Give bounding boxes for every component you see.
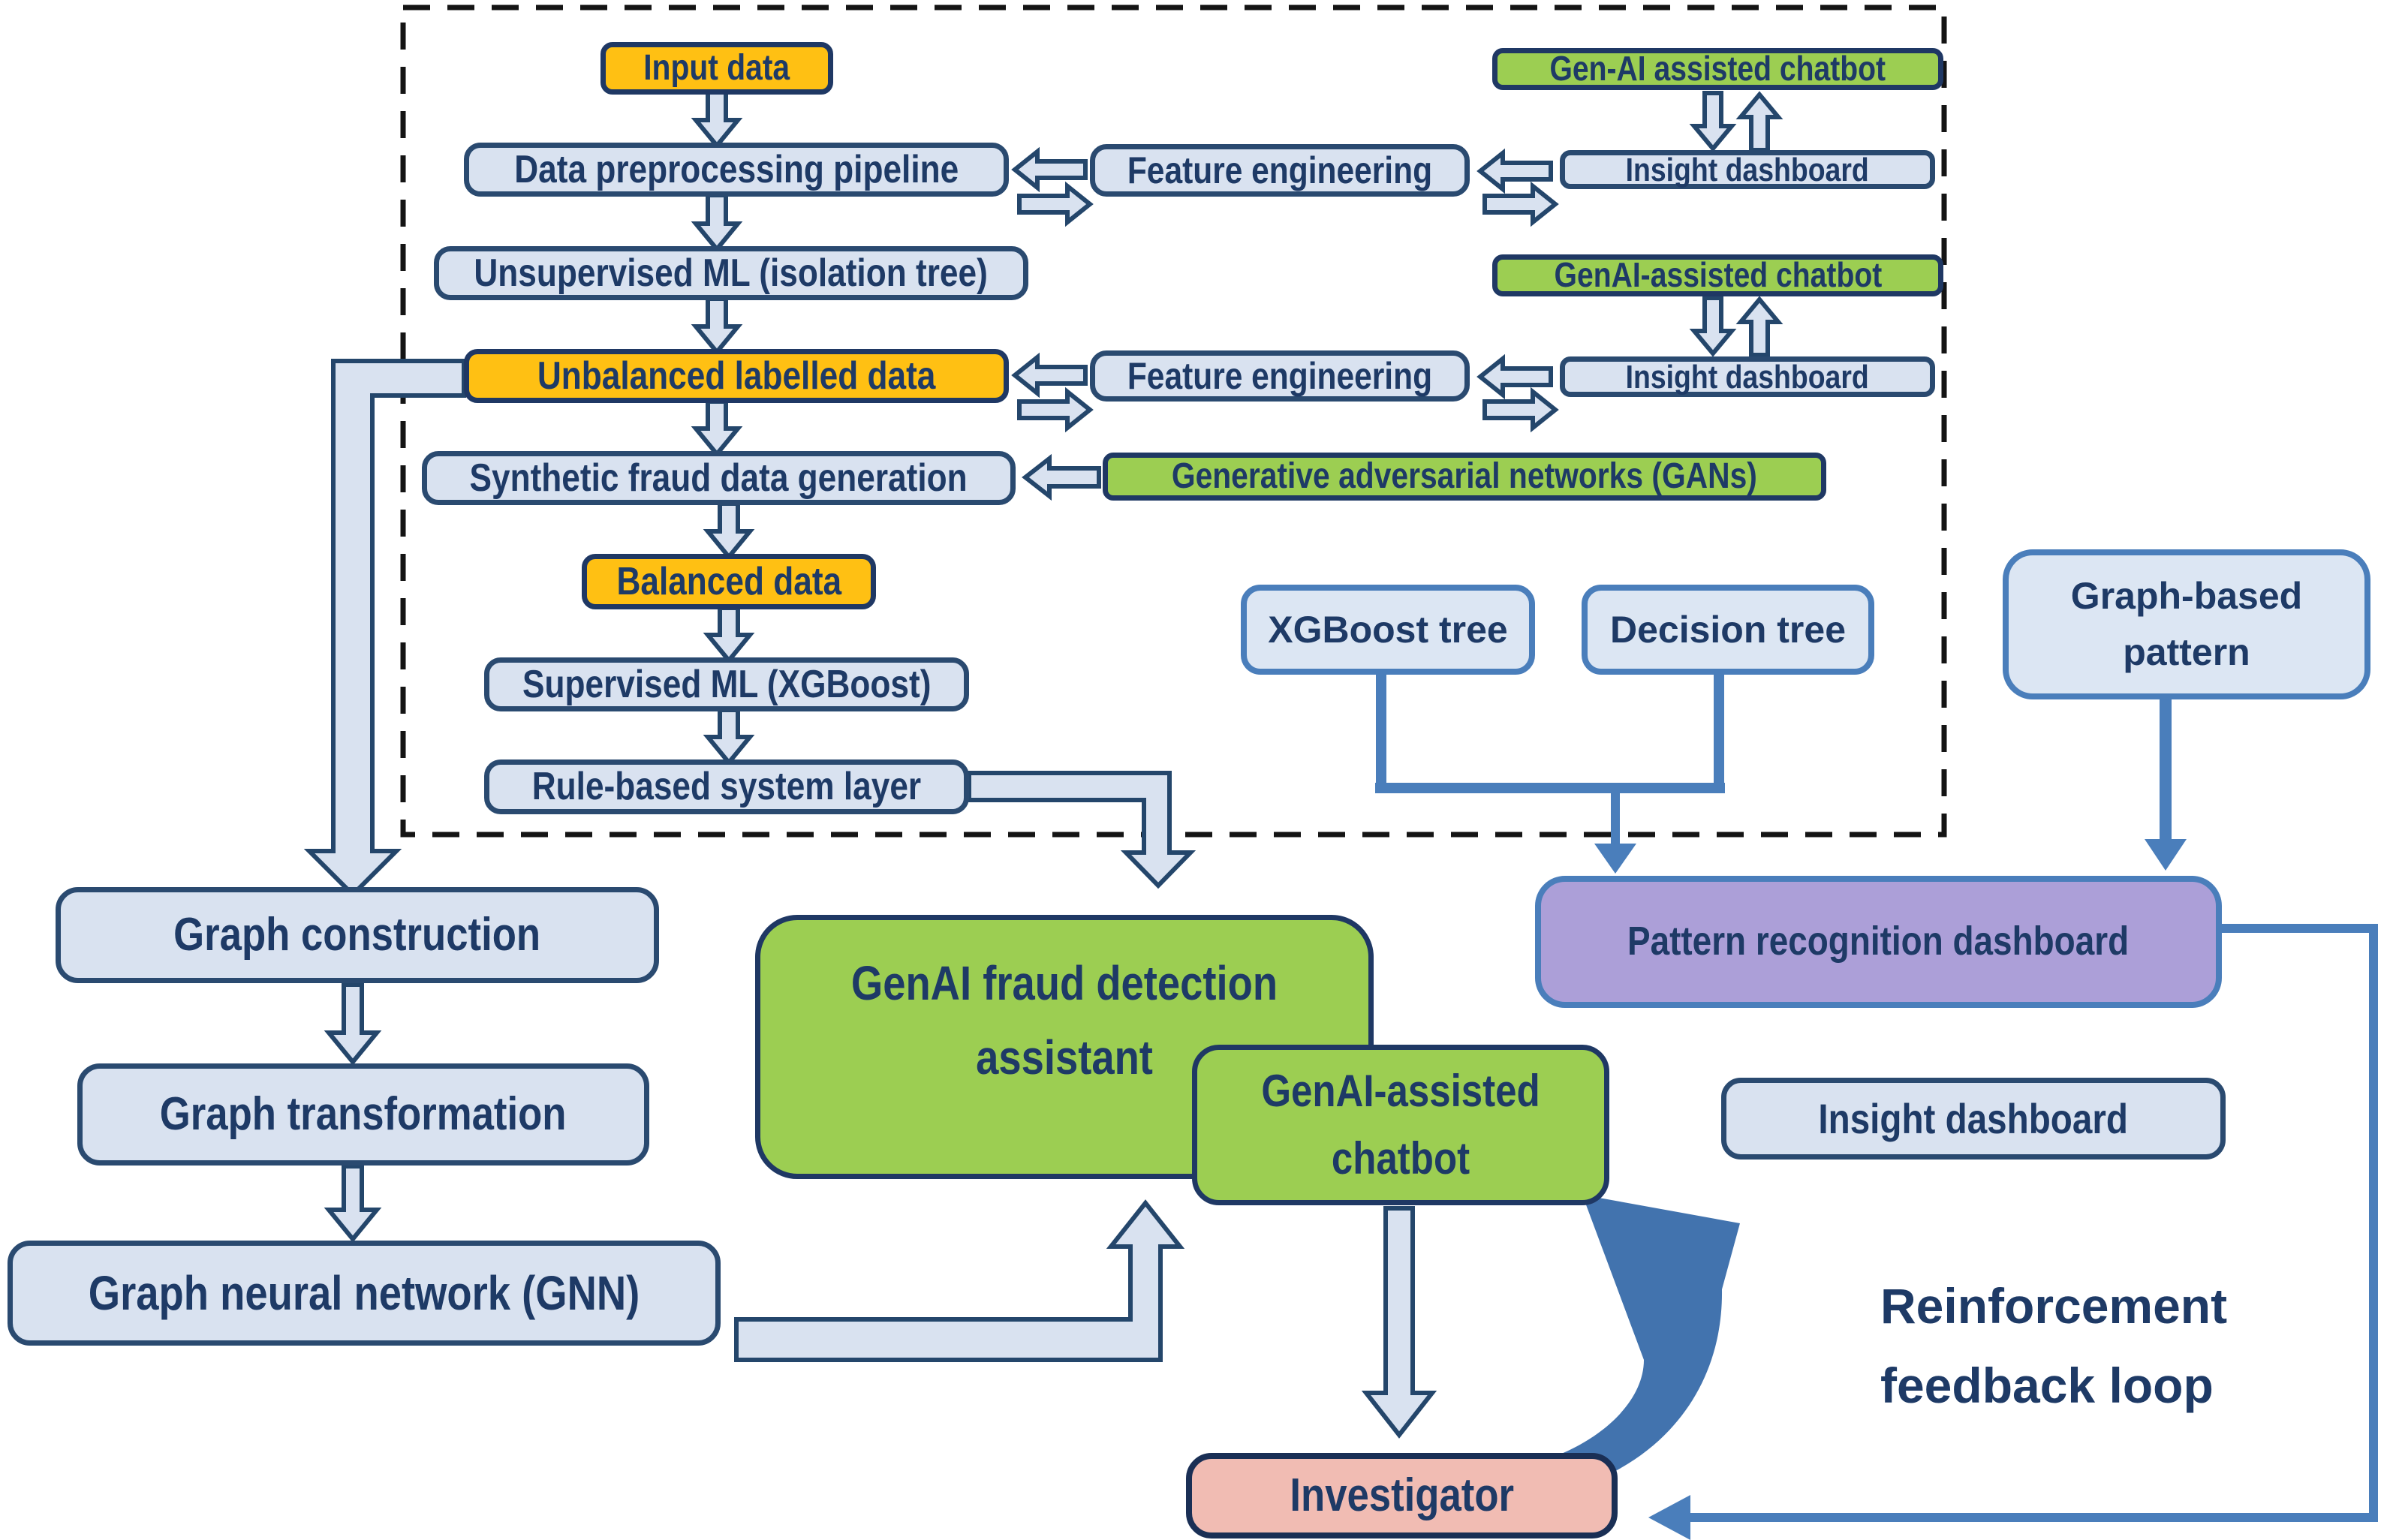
arrow-insight2-to-featureeng2-icon xyxy=(1476,353,1553,400)
arrow-featureeng1-to-preprocessing-icon xyxy=(1011,146,1088,193)
arrow-trees-to-dashboard-icon xyxy=(1594,788,1636,874)
arrow-featureeng1-to-insight1-icon xyxy=(1482,181,1559,227)
arrow-rulebased-to-assistant-icon xyxy=(967,771,1196,889)
arrow-chatbottop-to-insight1-icon xyxy=(1689,91,1737,152)
node-graph-neural-network: Graph neural network (GNN) xyxy=(8,1241,721,1346)
arrow-preprocessing-to-unsupervised-icon xyxy=(691,193,743,253)
node-genai-chatbot-bottom: GenAI-assisted chatbot xyxy=(1192,1045,1609,1205)
node-supervised-ml: Supervised ML (XGBoost) xyxy=(484,657,969,711)
arrow-insight1-to-featureeng1-icon xyxy=(1476,148,1553,194)
node-balanced-data: Balanced data xyxy=(582,554,876,609)
node-feature-engineering-2: Feature engineering xyxy=(1090,350,1470,402)
arrow-loop-to-investigator-icon xyxy=(1648,1495,1690,1540)
node-unsupervised-ml: Unsupervised ML (isolation tree) xyxy=(434,246,1028,300)
node-graph-construction: Graph construction xyxy=(56,887,659,983)
arrow-construction-to-transformation-icon xyxy=(324,982,382,1066)
arrow-unbalanced-to-featureeng2-icon xyxy=(1017,387,1094,433)
pipeline-dashed-boundary xyxy=(400,5,1947,838)
node-genai-chatbot-top: Gen-AI assisted chatbot xyxy=(1492,48,1943,90)
arrow-insight2-to-chatbotmid-icon xyxy=(1735,296,1783,357)
arrow-input-to-preprocessing-icon xyxy=(691,89,743,149)
arrow-preprocessing-to-featureeng1-icon xyxy=(1017,181,1094,227)
node-synthetic-fraud-data: Synthetic fraud data generation xyxy=(422,451,1016,505)
arrow-chatbot-to-investigator-icon xyxy=(1361,1206,1437,1439)
reinforcement-loop-arrow-icon xyxy=(1548,1195,1740,1495)
node-insight-dashboard-1: Insight dashboard xyxy=(1560,150,1935,189)
arrow-chatbotmid-to-insight2-icon xyxy=(1689,296,1737,357)
arrow-insight1-to-chatbottop-icon xyxy=(1735,91,1783,152)
arrow-unbalanced-to-synthetic-icon xyxy=(691,399,743,458)
dashboard-to-investigator-connector xyxy=(1687,924,2378,1522)
tree-merge-connector xyxy=(1375,673,1725,793)
node-graph-based-pattern: Graph-based pattern xyxy=(2003,549,2370,699)
node-genai-chatbot-mid: GenAI-assisted chatbot xyxy=(1492,254,1943,296)
arrow-unsupervised-to-unbalanced-icon xyxy=(691,296,743,356)
node-input-data: Input data xyxy=(601,42,833,95)
node-graph-transformation: Graph transformation xyxy=(77,1063,649,1166)
arrow-featureeng2-to-unbalanced-icon xyxy=(1011,352,1088,399)
node-gans: Generative adversarial networks (GANs) xyxy=(1103,453,1826,501)
node-feature-engineering-1: Feature engineering xyxy=(1090,144,1470,197)
node-insight-dashboard-3: Insight dashboard xyxy=(1721,1078,2226,1160)
node-investigator: Investigator xyxy=(1186,1453,1618,1538)
node-data-preprocessing: Data preprocessing pipeline xyxy=(464,143,1009,197)
arrow-supervised-to-rulebased-icon xyxy=(703,708,755,766)
reinforcement-feedback-label: Reinforcement feedback loop xyxy=(1880,1278,2228,1413)
node-unbalanced-data: Unbalanced labelled data xyxy=(464,349,1009,403)
arrow-synthetic-to-balanced-icon xyxy=(703,501,755,561)
node-pattern-recognition-dashboard: Pattern recognition dashboard xyxy=(1535,876,2222,1008)
node-insight-dashboard-2: Insight dashboard xyxy=(1560,356,1935,397)
node-rule-based-layer: Rule-based system layer xyxy=(484,759,969,814)
arrow-gans-to-synthetic-icon xyxy=(1022,453,1101,501)
node-decision-tree: Decision tree xyxy=(1582,585,1874,675)
arrow-balanced-to-supervised-icon xyxy=(703,606,755,664)
arrow-graphpattern-to-dashboard-icon xyxy=(2145,699,2187,871)
arrow-unbalanced-to-graphconstruction-icon xyxy=(303,359,466,898)
arrow-gnn-to-assistant-icon xyxy=(734,1199,1185,1362)
arrow-featureeng2-to-insight2-icon xyxy=(1482,387,1559,433)
arrow-transformation-to-gnn-icon xyxy=(324,1164,382,1243)
node-xgboost-tree: XGBoost tree xyxy=(1241,585,1535,675)
